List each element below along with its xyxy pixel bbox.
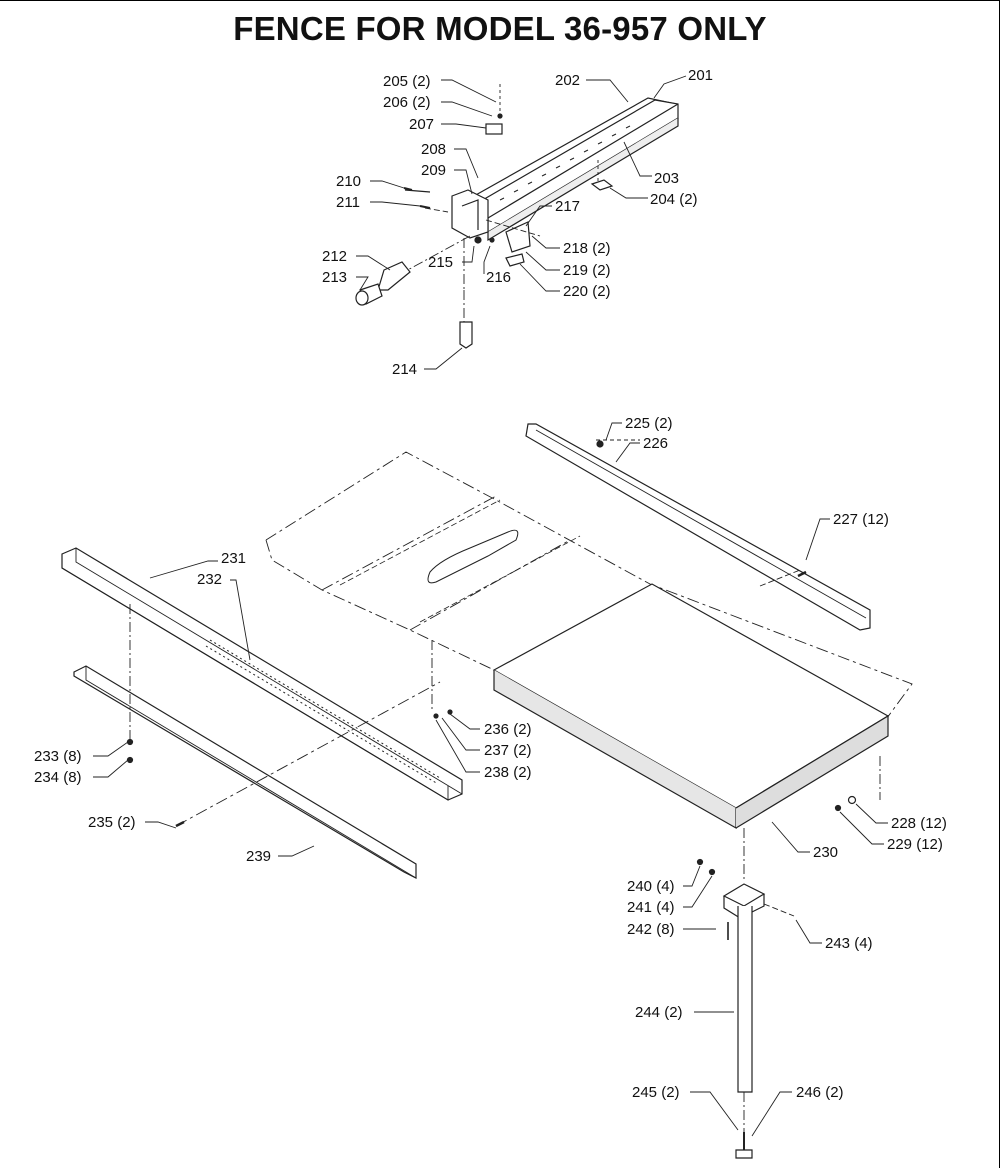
callout-leaders [93,75,888,1137]
callout-231: 231 [221,550,247,567]
callout-241: 241 (4) [627,899,675,916]
callout-234: 234 (8) [34,769,82,786]
callout-218: 218 (2) [563,240,611,257]
callout-204: 204 (2) [650,191,698,208]
fence-assembly [355,84,679,349]
callout-225: 225 (2) [625,415,673,432]
callout-236: 236 (2) [484,721,532,738]
callout-228: 228 (12) [891,815,947,832]
callout-213: 213 [322,269,348,286]
callout-217: 217 [555,198,581,215]
callout-237: 237 (2) [484,742,532,759]
callout-202: 202 [555,72,581,89]
callout-219: 219 (2) [563,262,611,279]
callout-238: 238 (2) [484,764,532,781]
callout-210: 210 [336,173,362,190]
callout-211: 211 [336,194,360,211]
callout-208: 208 [421,141,447,158]
callout-235: 235 (2) [88,814,136,831]
callout-214: 214 [392,361,418,378]
callout-227: 227 (12) [833,511,889,528]
callout-201: 201 [688,67,714,84]
callout-220: 220 (2) [563,283,611,300]
callout-242: 242 (8) [627,921,675,938]
callout-240: 240 (4) [627,878,675,895]
callout-246: 246 (2) [796,1084,844,1101]
callout-230: 230 [813,844,839,861]
callout-212: 212 [322,248,348,265]
extension-table [61,423,913,880]
leg-assembly [696,858,795,1159]
callout-209: 209 [421,162,447,179]
callout-205: 205 (2) [383,73,431,90]
callout-229: 229 (12) [887,836,943,853]
callout-233: 233 (8) [34,748,82,765]
callout-226: 226 [643,435,669,452]
callout-206: 206 (2) [383,94,431,111]
page-title: FENCE FOR MODEL 36-957 ONLY [233,10,767,47]
callout-216: 216 [486,269,512,286]
callout-215: 215 [428,254,454,271]
callout-232: 232 [197,571,223,588]
callout-245: 245 (2) [632,1084,680,1101]
callout-239: 239 [246,848,272,865]
callout-207: 207 [409,116,435,133]
callout-244: 244 (2) [635,1004,683,1021]
callout-243: 243 (4) [825,935,873,952]
callout-203: 203 [654,170,680,187]
